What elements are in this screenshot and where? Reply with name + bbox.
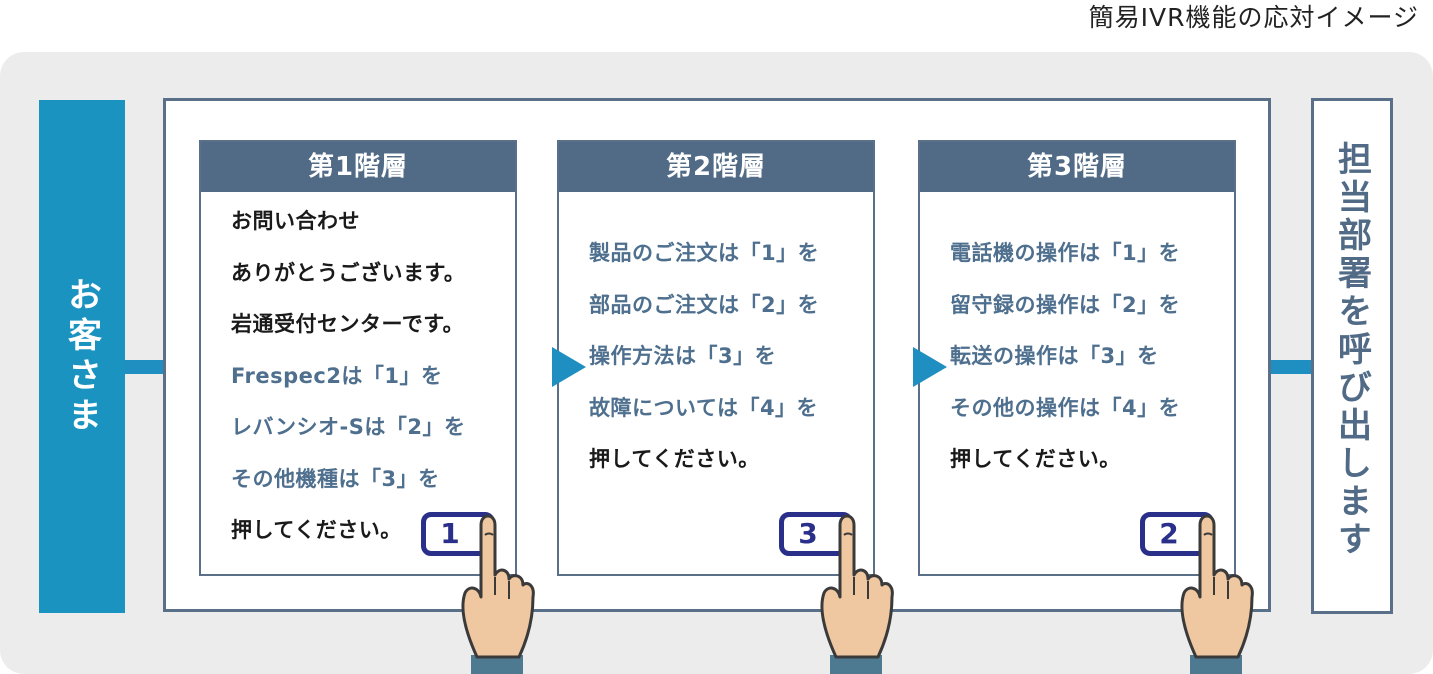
option-line: 電話機の操作は「1」を <box>950 241 1181 265</box>
level-2-lines: 製品のご注文は「1」を 部品のご注文は「2」を 操作方法は「3」を 故障について… <box>559 192 873 486</box>
level-box-1: 第1階層 お問い合わせ ありがとうございます。 岩通受付センターです。 Fres… <box>199 140 517 576</box>
customer-label: お客さま <box>61 276 102 437</box>
message-line: 押してください。 <box>589 447 760 471</box>
level-1-lines: お問い合わせ ありがとうございます。 岩通受付センターです。 Frespec2は… <box>201 192 515 557</box>
level-3-lines: 電話機の操作は「1」を 留守録の操作は「2」を 転送の操作は「3」を その他の操… <box>920 192 1234 486</box>
option-line: Frespec2は「1」を <box>231 363 443 388</box>
pointing-hand-icon <box>820 514 894 674</box>
option-line: 操作方法は「3」を <box>589 344 777 368</box>
level-header: 第2階層 <box>559 142 873 192</box>
destination-label: 担当部署を呼び出します <box>1331 141 1372 559</box>
option-line: その他の操作は「4」を <box>950 395 1181 420</box>
level-header: 第3階層 <box>920 142 1234 192</box>
page-title: 簡易IVR機能の応対イメージ <box>1088 3 1419 32</box>
customer-box: お客さま <box>39 100 125 613</box>
option-line: 転送の操作は「3」を <box>950 344 1159 368</box>
message-line: ありがとうございます。 <box>231 260 466 285</box>
option-line: 留守録の操作は「2」を <box>950 292 1181 317</box>
pointing-hand-icon <box>461 514 535 674</box>
option-line: レバンシオ-Sは「2」を <box>231 415 466 439</box>
arrow-right-icon <box>552 347 586 387</box>
option-line: 故障については「4」を <box>589 395 819 420</box>
destination-box: 担当部署を呼び出します <box>1311 98 1393 614</box>
message-line: 岩通受付センターです。 <box>231 312 465 336</box>
option-line: その他機種は「3」を <box>231 466 440 491</box>
message-line: 押してください。 <box>231 518 402 542</box>
option-line: 製品のご注文は「1」を <box>589 241 820 265</box>
message-line: お問い合わせ <box>231 209 360 233</box>
pointing-hand-icon <box>1180 514 1254 674</box>
message-line: 押してください。 <box>950 447 1121 471</box>
level-box-3: 第3階層 電話機の操作は「1」を 留守録の操作は「2」を 転送の操作は「3」を … <box>918 140 1236 576</box>
option-line: 部品のご注文は「2」を <box>589 292 820 317</box>
level-header: 第1階層 <box>201 142 515 192</box>
arrow-right-icon <box>913 347 947 387</box>
